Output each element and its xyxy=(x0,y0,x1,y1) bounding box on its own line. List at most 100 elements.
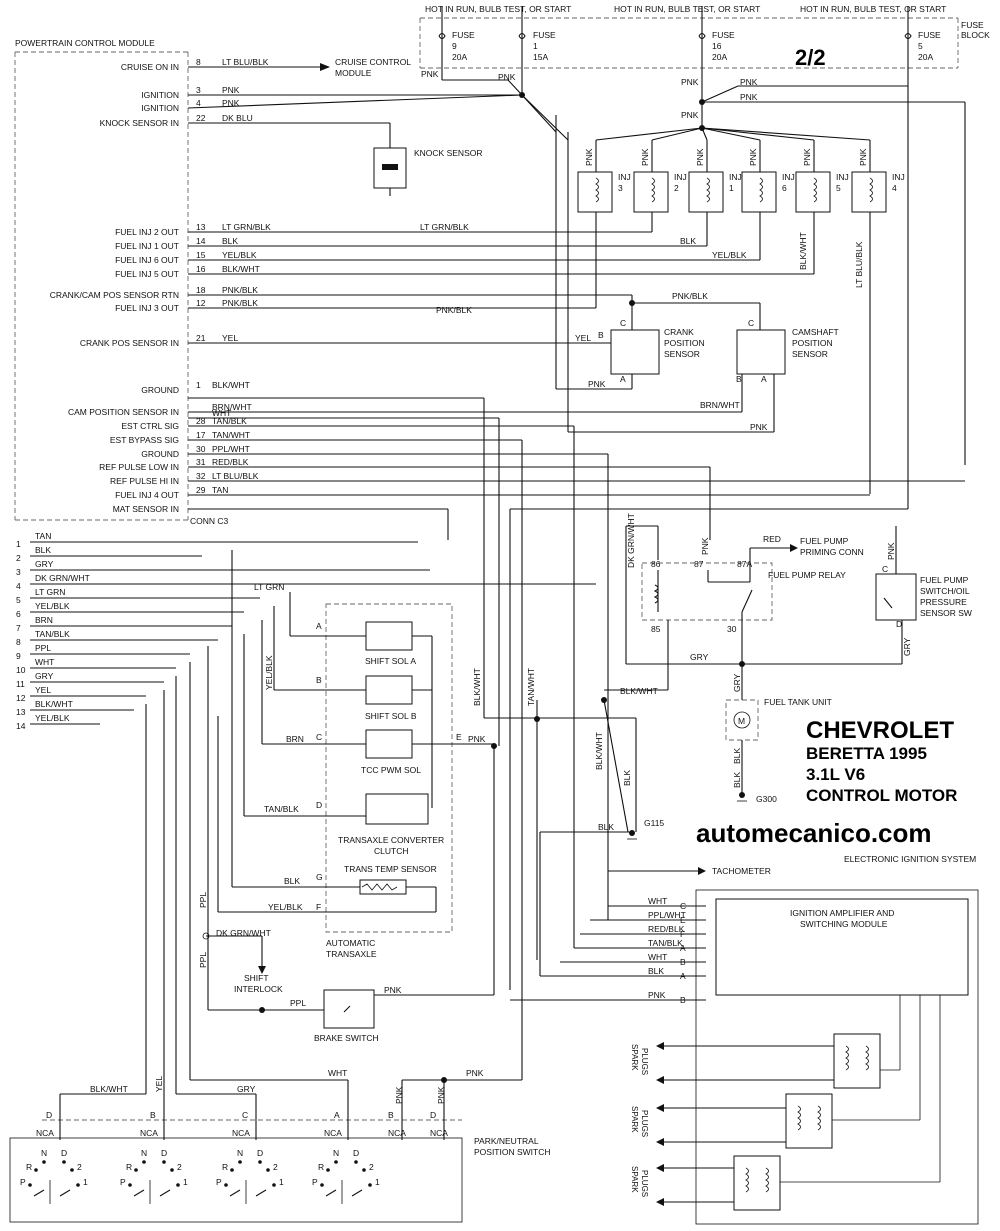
fuel-pump-pressure-switch xyxy=(875,573,917,621)
pcm-pin-label: EST BYPASS SIG xyxy=(110,435,179,445)
left-pin-number: 13 xyxy=(16,707,26,717)
svg-text:2: 2 xyxy=(273,1162,278,1172)
svg-text:P: P xyxy=(216,1177,222,1187)
fuse-9: FUSE 9 20A xyxy=(438,6,475,80)
pcm-pin-number: 14 xyxy=(196,236,206,246)
svg-text:GRY: GRY xyxy=(237,1084,256,1094)
system-label: ELECTRONIC IGNITION SYSTEM xyxy=(844,854,976,864)
pcm-pin-wire: TAN/BLK xyxy=(212,416,247,426)
svg-text:15A: 15A xyxy=(533,52,548,62)
pcm-pin-label: CRUISE ON IN xyxy=(121,62,179,72)
svg-text:P: P xyxy=(120,1177,126,1187)
pcm-pin-label: FUEL INJ 3 OUT xyxy=(115,303,179,313)
svg-text:R: R xyxy=(26,1162,32,1172)
left-pin-wire: GRY xyxy=(35,559,54,569)
svg-text:PARK/NEUTRAL: PARK/NEUTRAL xyxy=(474,1136,539,1146)
svg-text:AUTOMATIC: AUTOMATIC xyxy=(326,938,375,948)
solenoids: SHIFT SOL A SHIFT SOL B TCC PWM SOL TRAN… xyxy=(338,621,444,895)
svg-text:PNK: PNK xyxy=(466,1068,484,1078)
svg-text:D: D xyxy=(257,1148,263,1158)
svg-text:BLK/WHT: BLK/WHT xyxy=(620,686,658,696)
svg-text:A: A xyxy=(316,621,322,631)
svg-text:NCA: NCA xyxy=(430,1128,448,1138)
svg-text:NCA: NCA xyxy=(232,1128,250,1138)
svg-text:POSITION: POSITION xyxy=(664,338,705,348)
svg-text:INTERLOCK: INTERLOCK xyxy=(234,984,283,994)
pcm-pin-label: KNOCK SENSOR IN xyxy=(100,118,179,128)
svg-text:B: B xyxy=(388,1110,394,1120)
svg-text:FUEL PUMP: FUEL PUMP xyxy=(800,536,849,546)
svg-text:PNK: PNK xyxy=(584,148,594,166)
svg-text:1: 1 xyxy=(729,183,734,193)
pcm-pin-number: 4 xyxy=(196,98,201,108)
pcm-pin-wire: BLK xyxy=(222,236,238,246)
svg-text:5: 5 xyxy=(918,41,923,51)
svg-text:FUSE: FUSE xyxy=(918,30,941,40)
pcm-pin-number: 29 xyxy=(196,485,206,495)
pcm-pin-label: FUEL INJ 6 OUT xyxy=(115,255,179,265)
ign-pin-label: F xyxy=(680,929,685,939)
left-pin-wire: TAN/BLK xyxy=(35,629,70,639)
svg-text:20A: 20A xyxy=(452,52,467,62)
pcm-pin-label: CRANK POS SENSOR IN xyxy=(80,338,179,348)
pcm-pin-wire: TAN xyxy=(212,485,228,495)
pcm-pin-wire: PNK/BLK xyxy=(222,298,258,308)
svg-text:2: 2 xyxy=(674,183,679,193)
left-pin-number: 2 xyxy=(16,553,21,563)
fuse-5: FUSE 5 20A xyxy=(904,6,941,80)
left-pin-wire: WHT xyxy=(35,657,54,667)
svg-text:B: B xyxy=(598,330,604,340)
svg-text:C: C xyxy=(316,732,322,742)
cruise-module-1: CRUISE CONTROL xyxy=(335,57,411,67)
svg-text:PLUGS: PLUGS xyxy=(640,1170,649,1197)
ign-wire-label: TAN/BLK xyxy=(648,938,683,948)
ign-wire-label: BLK xyxy=(648,966,664,976)
svg-text:30: 30 xyxy=(727,624,737,634)
svg-text:PNK: PNK xyxy=(740,77,758,87)
svg-text:D: D xyxy=(430,1110,436,1120)
svg-text:20A: 20A xyxy=(918,52,933,62)
svg-text:PRIMING CONN: PRIMING CONN xyxy=(800,547,864,557)
pcm-pin-wire: BLK/WHT xyxy=(222,264,260,274)
pcm-pin-number: 1 xyxy=(196,380,201,390)
brand-line-3: 3.1L V6 xyxy=(806,765,865,784)
left-pin-number: 5 xyxy=(16,595,21,605)
svg-text:B: B xyxy=(150,1110,156,1120)
ign-pin-label: C xyxy=(680,901,686,911)
pcm-pin-number: 32 xyxy=(196,471,206,481)
pcm-pin-label: CAM POSITION SENSOR IN xyxy=(68,407,179,417)
left-pin-number: 4 xyxy=(16,581,21,591)
pcm-pin-label: MAT SENSOR IN xyxy=(113,504,179,514)
svg-text:N: N xyxy=(333,1148,339,1158)
ign-wire-label: WHT xyxy=(648,896,667,906)
svg-text:PNK: PNK xyxy=(695,148,705,166)
shift-sol-b: SHIFT SOL B xyxy=(365,711,417,721)
tachometer: TACHOMETER xyxy=(712,866,771,876)
svg-text:G: G xyxy=(316,872,323,882)
svg-text:PNK: PNK xyxy=(436,1086,446,1104)
svg-text:PLUGS: PLUGS xyxy=(640,1110,649,1137)
ign-pin-label: B xyxy=(680,957,686,967)
left-pin-wire: LT GRN xyxy=(35,587,65,597)
pcm-pin-wire: PNK xyxy=(222,85,240,95)
svg-text:BLK/WHT: BLK/WHT xyxy=(472,668,482,706)
svg-text:SENSOR: SENSOR xyxy=(664,349,700,359)
svg-text:SPARK: SPARK xyxy=(630,1044,639,1071)
svg-text:D: D xyxy=(161,1148,167,1158)
left-pin-wire: YEL/BLK xyxy=(35,601,70,611)
svg-text:PPL: PPL xyxy=(198,892,208,908)
left-pin-number: 9 xyxy=(16,651,21,661)
page-number: 2/2 xyxy=(795,45,826,70)
pcm-pin-number: 13 xyxy=(196,222,206,232)
svg-text:D: D xyxy=(353,1148,359,1158)
pcm-title: POWERTRAIN CONTROL MODULE xyxy=(15,38,155,48)
svg-text:TRANSAXLE: TRANSAXLE xyxy=(326,949,377,959)
svg-text:PLUGS: PLUGS xyxy=(640,1048,649,1075)
svg-text:PPL: PPL xyxy=(198,952,208,968)
